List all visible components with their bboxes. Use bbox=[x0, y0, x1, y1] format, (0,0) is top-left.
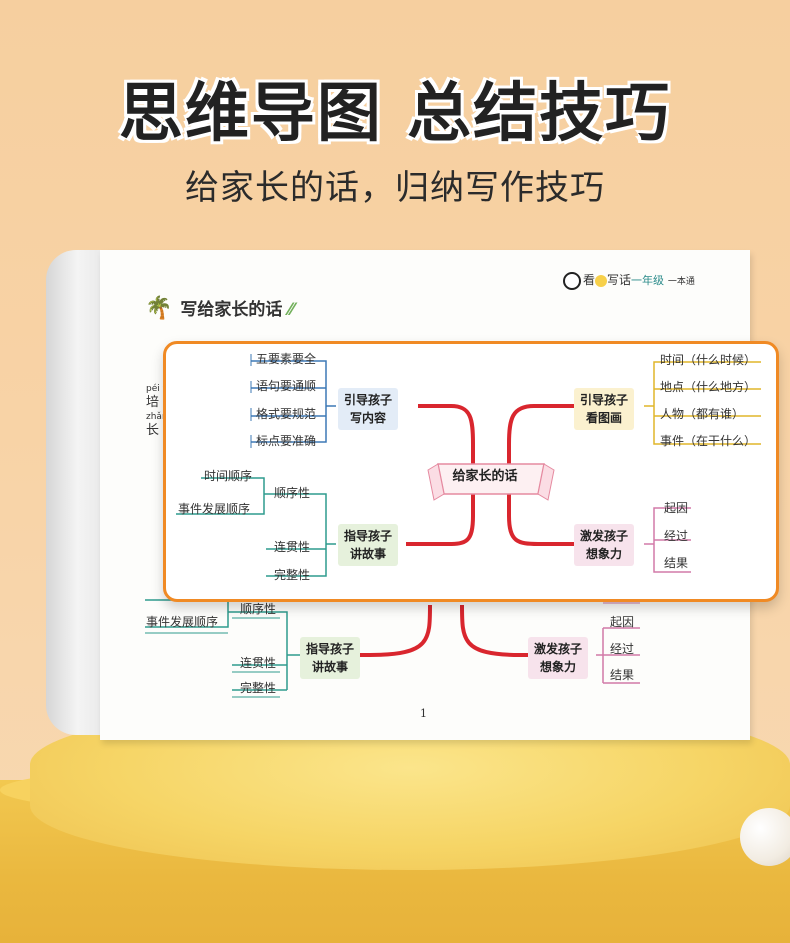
zoom-node-write-content-l1: 引导孩子 bbox=[344, 393, 393, 407]
side-pinyin-1: péi yǎ bbox=[146, 384, 174, 394]
page-title: 🌴 写给家长的话⁄⁄ bbox=[145, 295, 294, 321]
zoom-item-cause: 起因 bbox=[664, 501, 689, 515]
zoomed-mindmap: 五要素要全 语句要通顺 格式要规范 标点要准确 引导孩子 写内容 引导孩子 看图… bbox=[163, 341, 779, 602]
zoom-item-punctuation: 标点要准确 bbox=[256, 434, 317, 448]
zoom-item-event-order: 事件发展顺序 bbox=[178, 502, 251, 516]
book-node-imagination-l1: 激发孩子 bbox=[534, 642, 583, 656]
zoom-node-tell-story-l1: 指导孩子 bbox=[344, 529, 393, 543]
brand-text-a: 看 bbox=[583, 273, 596, 287]
sun-icon bbox=[595, 274, 608, 287]
book-node-story-l1: 指导孩子 bbox=[306, 642, 355, 656]
panda-icon bbox=[563, 271, 581, 290]
zoom-item-place: 地点（什么地方） bbox=[660, 380, 757, 394]
zoom-node-tell-story: 指导孩子 讲故事 bbox=[338, 524, 399, 566]
zoom-item-sequence: 顺序性 bbox=[274, 486, 311, 500]
book-item-event-order: 事件发展顺序 bbox=[146, 615, 219, 629]
brand-logo: 看写话一年级 一本通 bbox=[563, 271, 695, 290]
zoom-item-time: 时间（什么时候） bbox=[660, 353, 757, 367]
zoom-item-time-order: 时间顺序 bbox=[204, 469, 253, 483]
decorative-ball bbox=[740, 808, 790, 866]
zoom-item-process: 经过 bbox=[664, 529, 689, 543]
zoom-node-write-content: 引导孩子 写内容 bbox=[338, 388, 399, 430]
book-item-coherence: 连贯性 bbox=[240, 656, 277, 670]
book-item-result: 结果 bbox=[610, 668, 635, 682]
page-number: 1 bbox=[420, 707, 427, 720]
zoom-node-look-picture-l2: 看图画 bbox=[586, 411, 623, 425]
zoom-item-completeness: 完整性 bbox=[274, 568, 311, 582]
book-node-imagination-l2: 想象力 bbox=[540, 660, 577, 674]
brand-tail: 一本通 bbox=[667, 277, 695, 287]
book-item-process: 经过 bbox=[610, 642, 635, 656]
zoom-item-format: 格式要规范 bbox=[256, 407, 317, 421]
zoom-center-node: 给家长的话 bbox=[452, 469, 518, 484]
side-note: péi yǎ 培 zhǎng 长 bbox=[146, 382, 173, 438]
zoom-item-event: 事件（在干什么） bbox=[660, 434, 757, 448]
zoom-item-people: 人物（都有谁） bbox=[660, 407, 745, 421]
zoom-item-fluent: 语句要通顺 bbox=[256, 379, 317, 393]
zoom-node-write-content-l2: 写内容 bbox=[350, 411, 387, 425]
zoom-item-five-elements: 五要素要全 bbox=[256, 352, 317, 366]
book-item-sequence: 顺序性 bbox=[240, 602, 277, 616]
zoom-node-tell-story-l2: 讲故事 bbox=[350, 547, 387, 561]
side-char-2: 长 bbox=[146, 423, 160, 438]
palm-tree-icon: 🌴 bbox=[145, 296, 173, 321]
zoom-node-imagination-l1: 激发孩子 bbox=[580, 529, 629, 543]
book-node-story-l2: 讲故事 bbox=[312, 660, 349, 674]
page-title-text: 写给家长的话 bbox=[180, 300, 283, 320]
zoom-node-look-picture: 引导孩子 看图画 bbox=[574, 388, 635, 430]
side-char-1: 培 bbox=[146, 395, 160, 410]
leaf-icon: ⁄⁄ bbox=[288, 300, 295, 320]
zoom-item-coherence: 连贯性 bbox=[274, 540, 311, 554]
zoom-node-imagination-l2: 想象力 bbox=[586, 547, 623, 561]
side-pinyin-2: zhǎng bbox=[146, 412, 174, 422]
book-node-story: 指导孩子 讲故事 bbox=[300, 637, 361, 679]
brand-text-b: 写话 bbox=[607, 273, 632, 287]
zoom-item-result: 结果 bbox=[664, 556, 689, 570]
zoom-node-look-picture-l1: 引导孩子 bbox=[580, 393, 629, 407]
zoom-node-imagination: 激发孩子 想象力 bbox=[574, 524, 635, 566]
book-item-cause: 起因 bbox=[610, 615, 635, 629]
headline: 思维导图 总结技巧 bbox=[118, 77, 672, 151]
zoom-mindmap-lines bbox=[176, 354, 761, 577]
book-node-imagination: 激发孩子 想象力 bbox=[528, 637, 589, 679]
book-item-completeness: 完整性 bbox=[240, 681, 277, 695]
brand-grade: 一年级 bbox=[631, 274, 665, 287]
subheadline: 给家长的话，归纳写作技巧 bbox=[185, 168, 605, 208]
